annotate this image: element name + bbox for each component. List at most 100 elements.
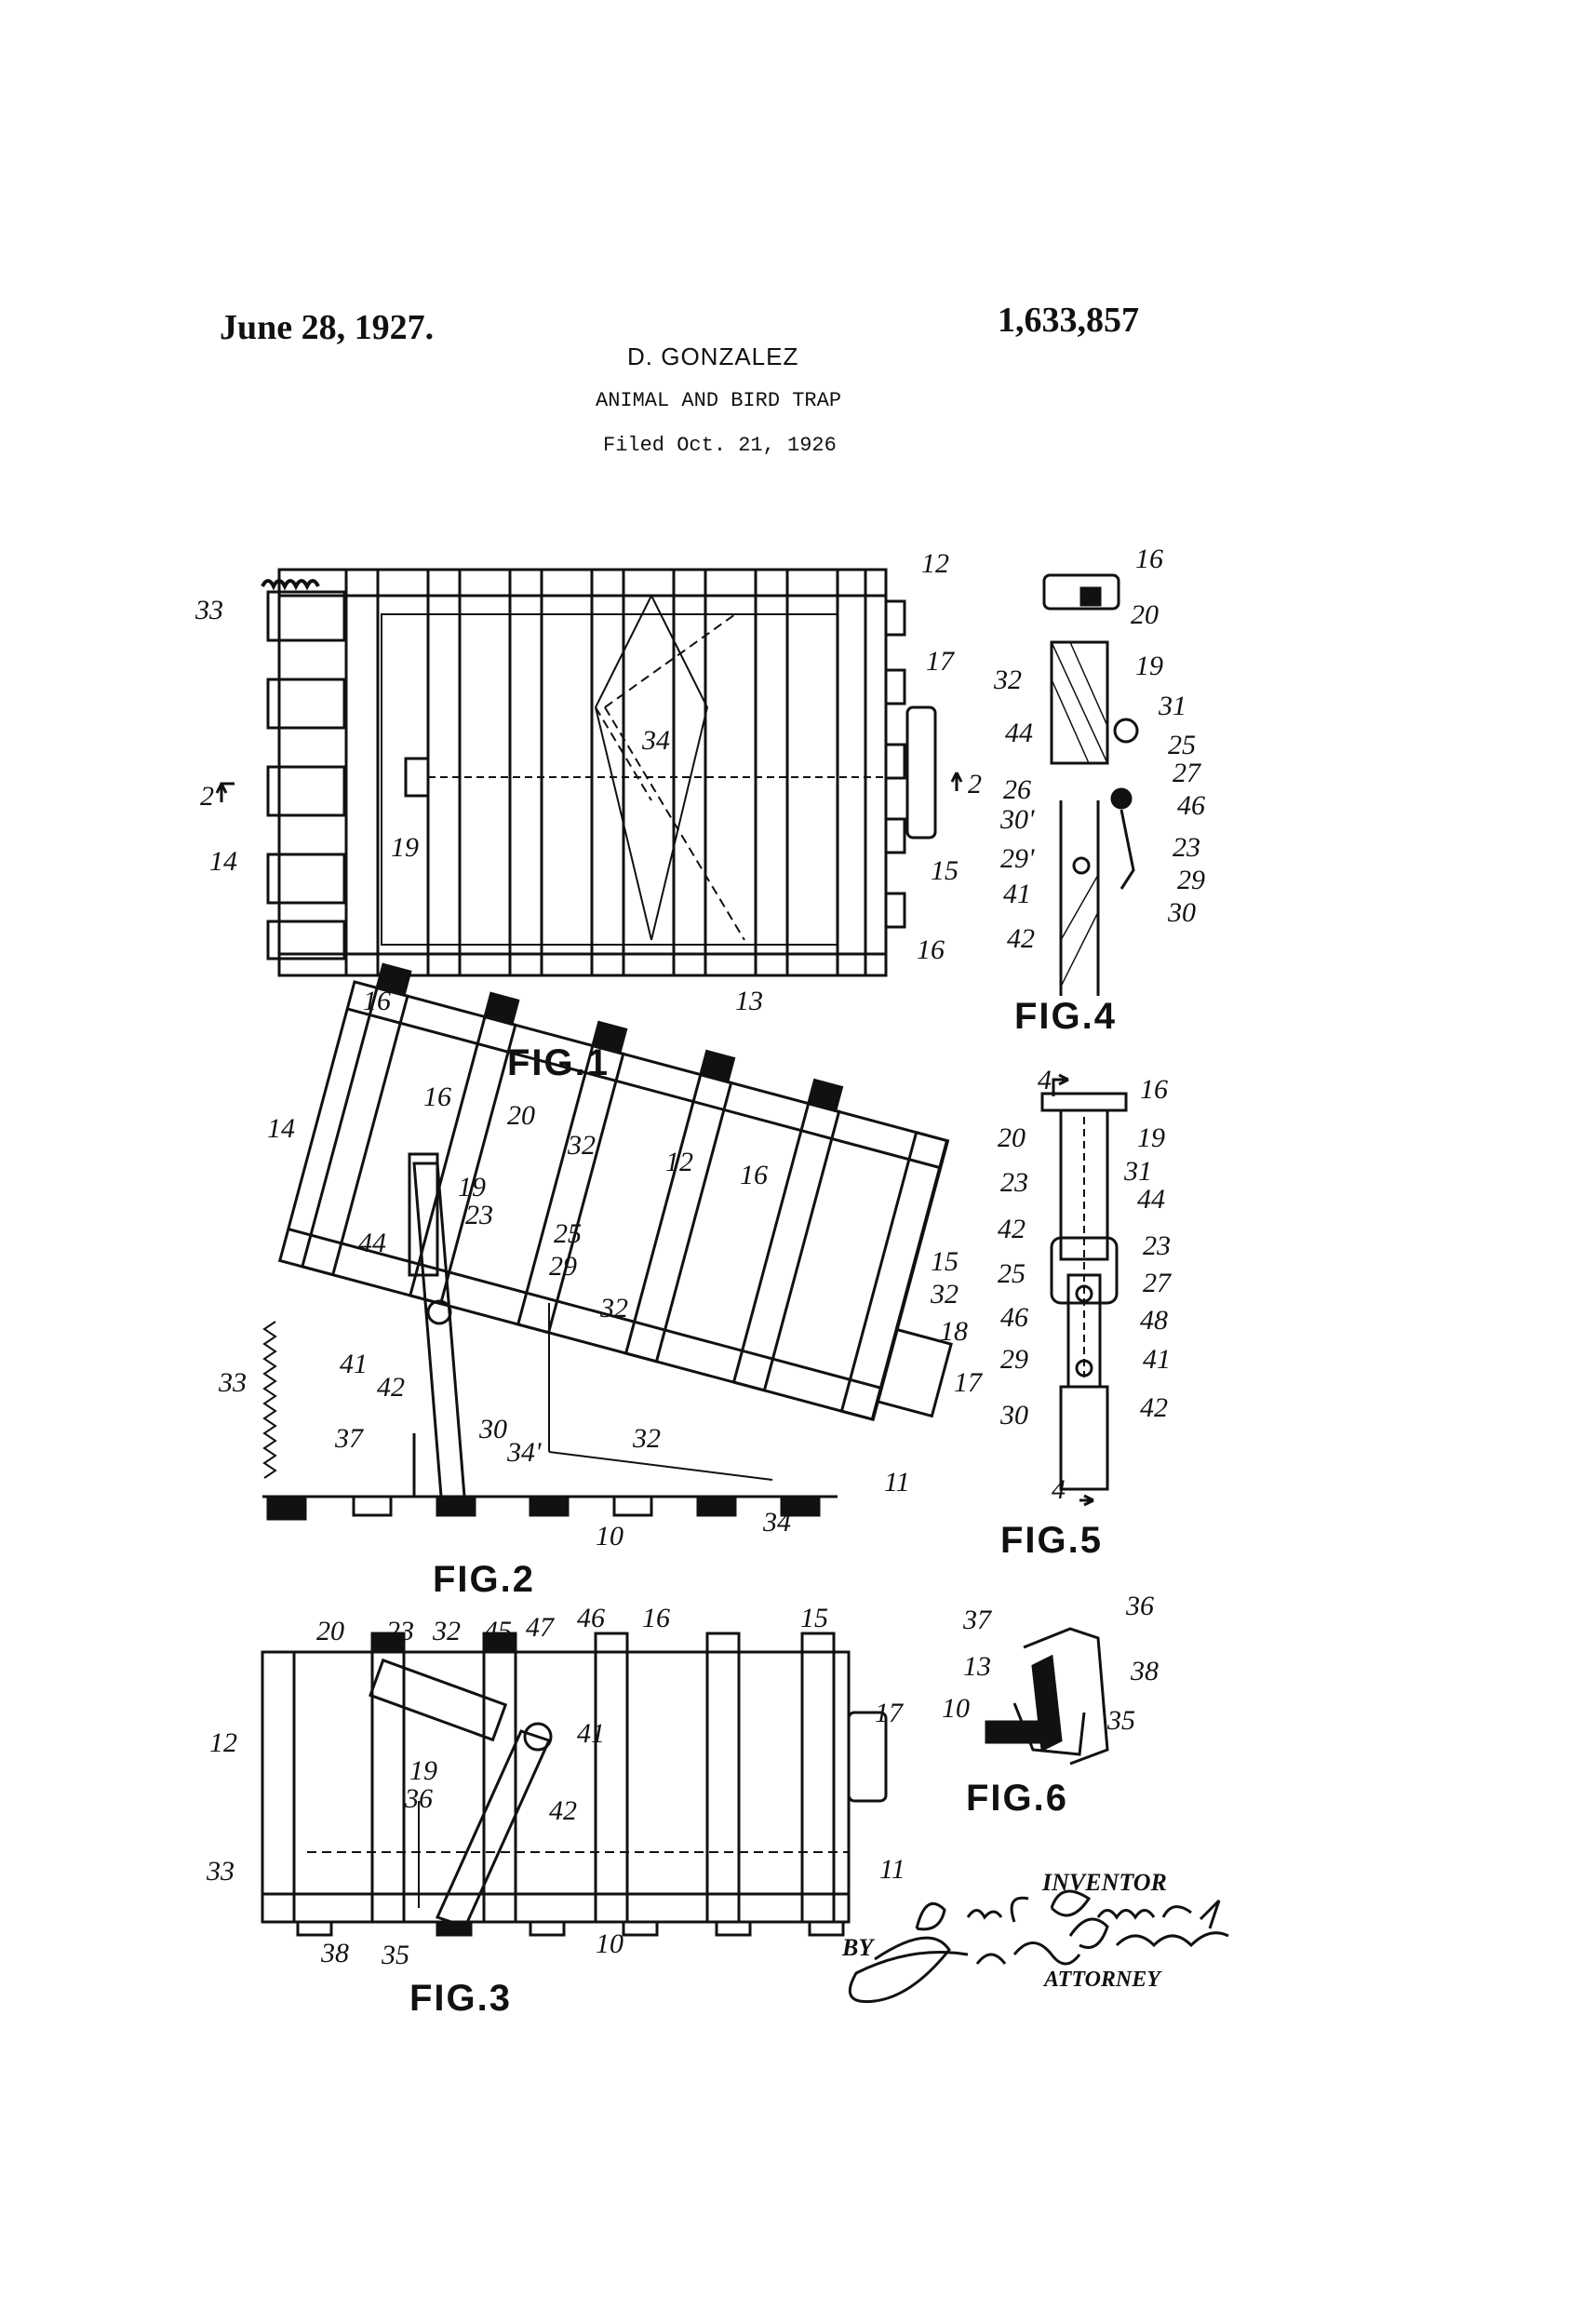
fig3-ref-32: 32 [432,1616,461,1646]
fig6-ref-10: 10 [942,1693,970,1724]
fig3-ref-20: 20 [316,1616,344,1646]
fig5-ref-42: 42 [1140,1392,1168,1423]
fig5-ref-41: 41 [1143,1344,1171,1375]
fig2-ref-29: 29 [549,1251,577,1282]
fig5-section-4-top: 4 [1038,1065,1052,1095]
fig4-ref-32: 32 [993,665,1022,695]
fig3-ref-17: 17 [875,1698,905,1728]
fig4-ref-29: 29 [1177,865,1205,895]
fig2-ref-12: 12 [665,1147,693,1177]
fig3-ref-19: 19 [409,1755,437,1786]
fig5-ref-20: 20 [998,1122,1026,1153]
fig5-ref-48: 48 [1140,1305,1168,1336]
fig6-ref-13: 13 [963,1651,991,1682]
fig1-drawing [215,568,963,977]
fig4-ref-23: 23 [1173,832,1200,863]
fig5-section-4-bottom: 4 [1052,1474,1066,1505]
fig4-ref-42: 42 [1007,923,1035,954]
fig5-ref-46: 46 [1000,1302,1028,1333]
fig2-ref-42: 42 [377,1372,405,1403]
fig4-ref-26: 26 [1003,774,1031,805]
fig4-ref-41: 41 [1003,879,1031,909]
fig4-ref-46: 46 [1177,790,1205,821]
patent-title: ANIMAL AND BIRD TRAP [596,389,842,412]
fig2-ref-32b: 32 [599,1293,628,1323]
inventor-caption: INVENTOR [1042,1869,1167,1896]
fig5-ref-29: 29 [1000,1344,1028,1375]
fig6-drawing [985,1627,1109,1766]
fig5-ref-42-upper: 42 [998,1214,1026,1244]
fig4-drawing [1042,573,1139,996]
fig1-ref-14: 14 [209,846,237,877]
fig2-ref-11: 11 [884,1467,910,1498]
fig4-ref-29p: 29' [1000,843,1035,874]
fig5-ref-25: 25 [998,1258,1026,1289]
fig4-ref-31: 31 [1158,691,1186,721]
fig6-caption: FIG.6 [966,1778,1068,1819]
attorney-signature [848,1917,1229,2004]
fig3-ref-15: 15 [800,1603,828,1633]
fig3-ref-46: 46 [577,1603,605,1633]
fig3-ref-11: 11 [879,1854,905,1885]
fig4-ref-16: 16 [1135,544,1163,574]
fig3-ref-38: 38 [320,1938,349,1968]
fig1-ref-13: 13 [735,986,763,1016]
inventor-name: D. GONZALEZ [627,343,799,370]
fig5-ref-27: 27 [1143,1268,1173,1298]
patent-date: June 28, 1927. [220,308,435,347]
fig2-ref-16: 16 [423,1081,451,1112]
inventor-signature [915,1889,1221,1931]
fig4-ref-30p: 30' [999,804,1035,835]
fig5-ref-31: 31 [1123,1156,1152,1187]
patent-number: 1,633,857 [998,301,1139,340]
fig5-drawing [1040,1073,1128,1507]
fig3-ref-12: 12 [209,1727,237,1758]
fig3-ref-16: 16 [642,1603,670,1633]
fig5-ref-19: 19 [1137,1122,1165,1153]
fig2-ref-32: 32 [567,1130,596,1161]
fig5-ref-16: 16 [1140,1074,1168,1105]
fig1-ref-33: 33 [194,595,223,625]
fig2-drawing [262,962,953,1521]
fig1-section-2-left: 2 [200,781,214,812]
fig6-ref-36: 36 [1125,1591,1154,1621]
fig2-ref-32c: 32 [930,1279,959,1310]
fig3-ref-35: 35 [381,1940,409,1970]
fig2-ref-10: 10 [596,1521,623,1552]
fig2-ref-34: 34 [762,1507,791,1538]
fig2-ref-30: 30 [478,1414,507,1444]
fig3-drawing [261,1632,888,1937]
fig3-ref-45: 45 [484,1616,512,1646]
filed-date: Filed Oct. 21, 1926 [603,434,837,457]
fig2-ref-18: 18 [940,1316,968,1347]
fig1-ref-19: 19 [391,832,419,863]
fig3-ref-41: 41 [577,1718,605,1749]
attorney-caption: ATTORNEY [1044,1968,1160,1992]
fig6-ref-35: 35 [1106,1705,1135,1736]
fig5-ref-23: 23 [1000,1167,1028,1198]
fig2-ref-41: 41 [340,1349,368,1379]
fig2-ref-16b: 16 [740,1160,768,1190]
fig2-ref-15: 15 [931,1246,959,1277]
fig2-ref-23: 23 [465,1200,493,1230]
fig2-caption: FIG.2 [433,1559,535,1600]
fig3-ref-47: 47 [526,1612,556,1643]
fig4-ref-19: 19 [1135,651,1163,681]
fig4-ref-27: 27 [1173,758,1202,788]
fig2-ref-17: 17 [954,1367,984,1398]
fig4-ref-25: 25 [1168,730,1196,760]
fig2-ref-44: 44 [358,1228,386,1258]
fig5-ref-44: 44 [1137,1184,1165,1215]
fig2-ref-33: 33 [218,1367,247,1398]
fig2-ref-34p: 34' [506,1437,542,1468]
fig3-ref-10: 10 [596,1928,623,1959]
fig4-ref-44: 44 [1005,718,1033,748]
fig1-ref-12: 12 [921,548,949,579]
fig5-caption: FIG.5 [1000,1520,1103,1561]
fig2-ref-14: 14 [267,1113,295,1144]
fig1-ref-17: 17 [926,646,956,677]
fig3-caption: FIG.3 [409,1978,512,2019]
by-caption: BY [842,1934,874,1961]
fig4-ref-30: 30 [1167,897,1196,928]
